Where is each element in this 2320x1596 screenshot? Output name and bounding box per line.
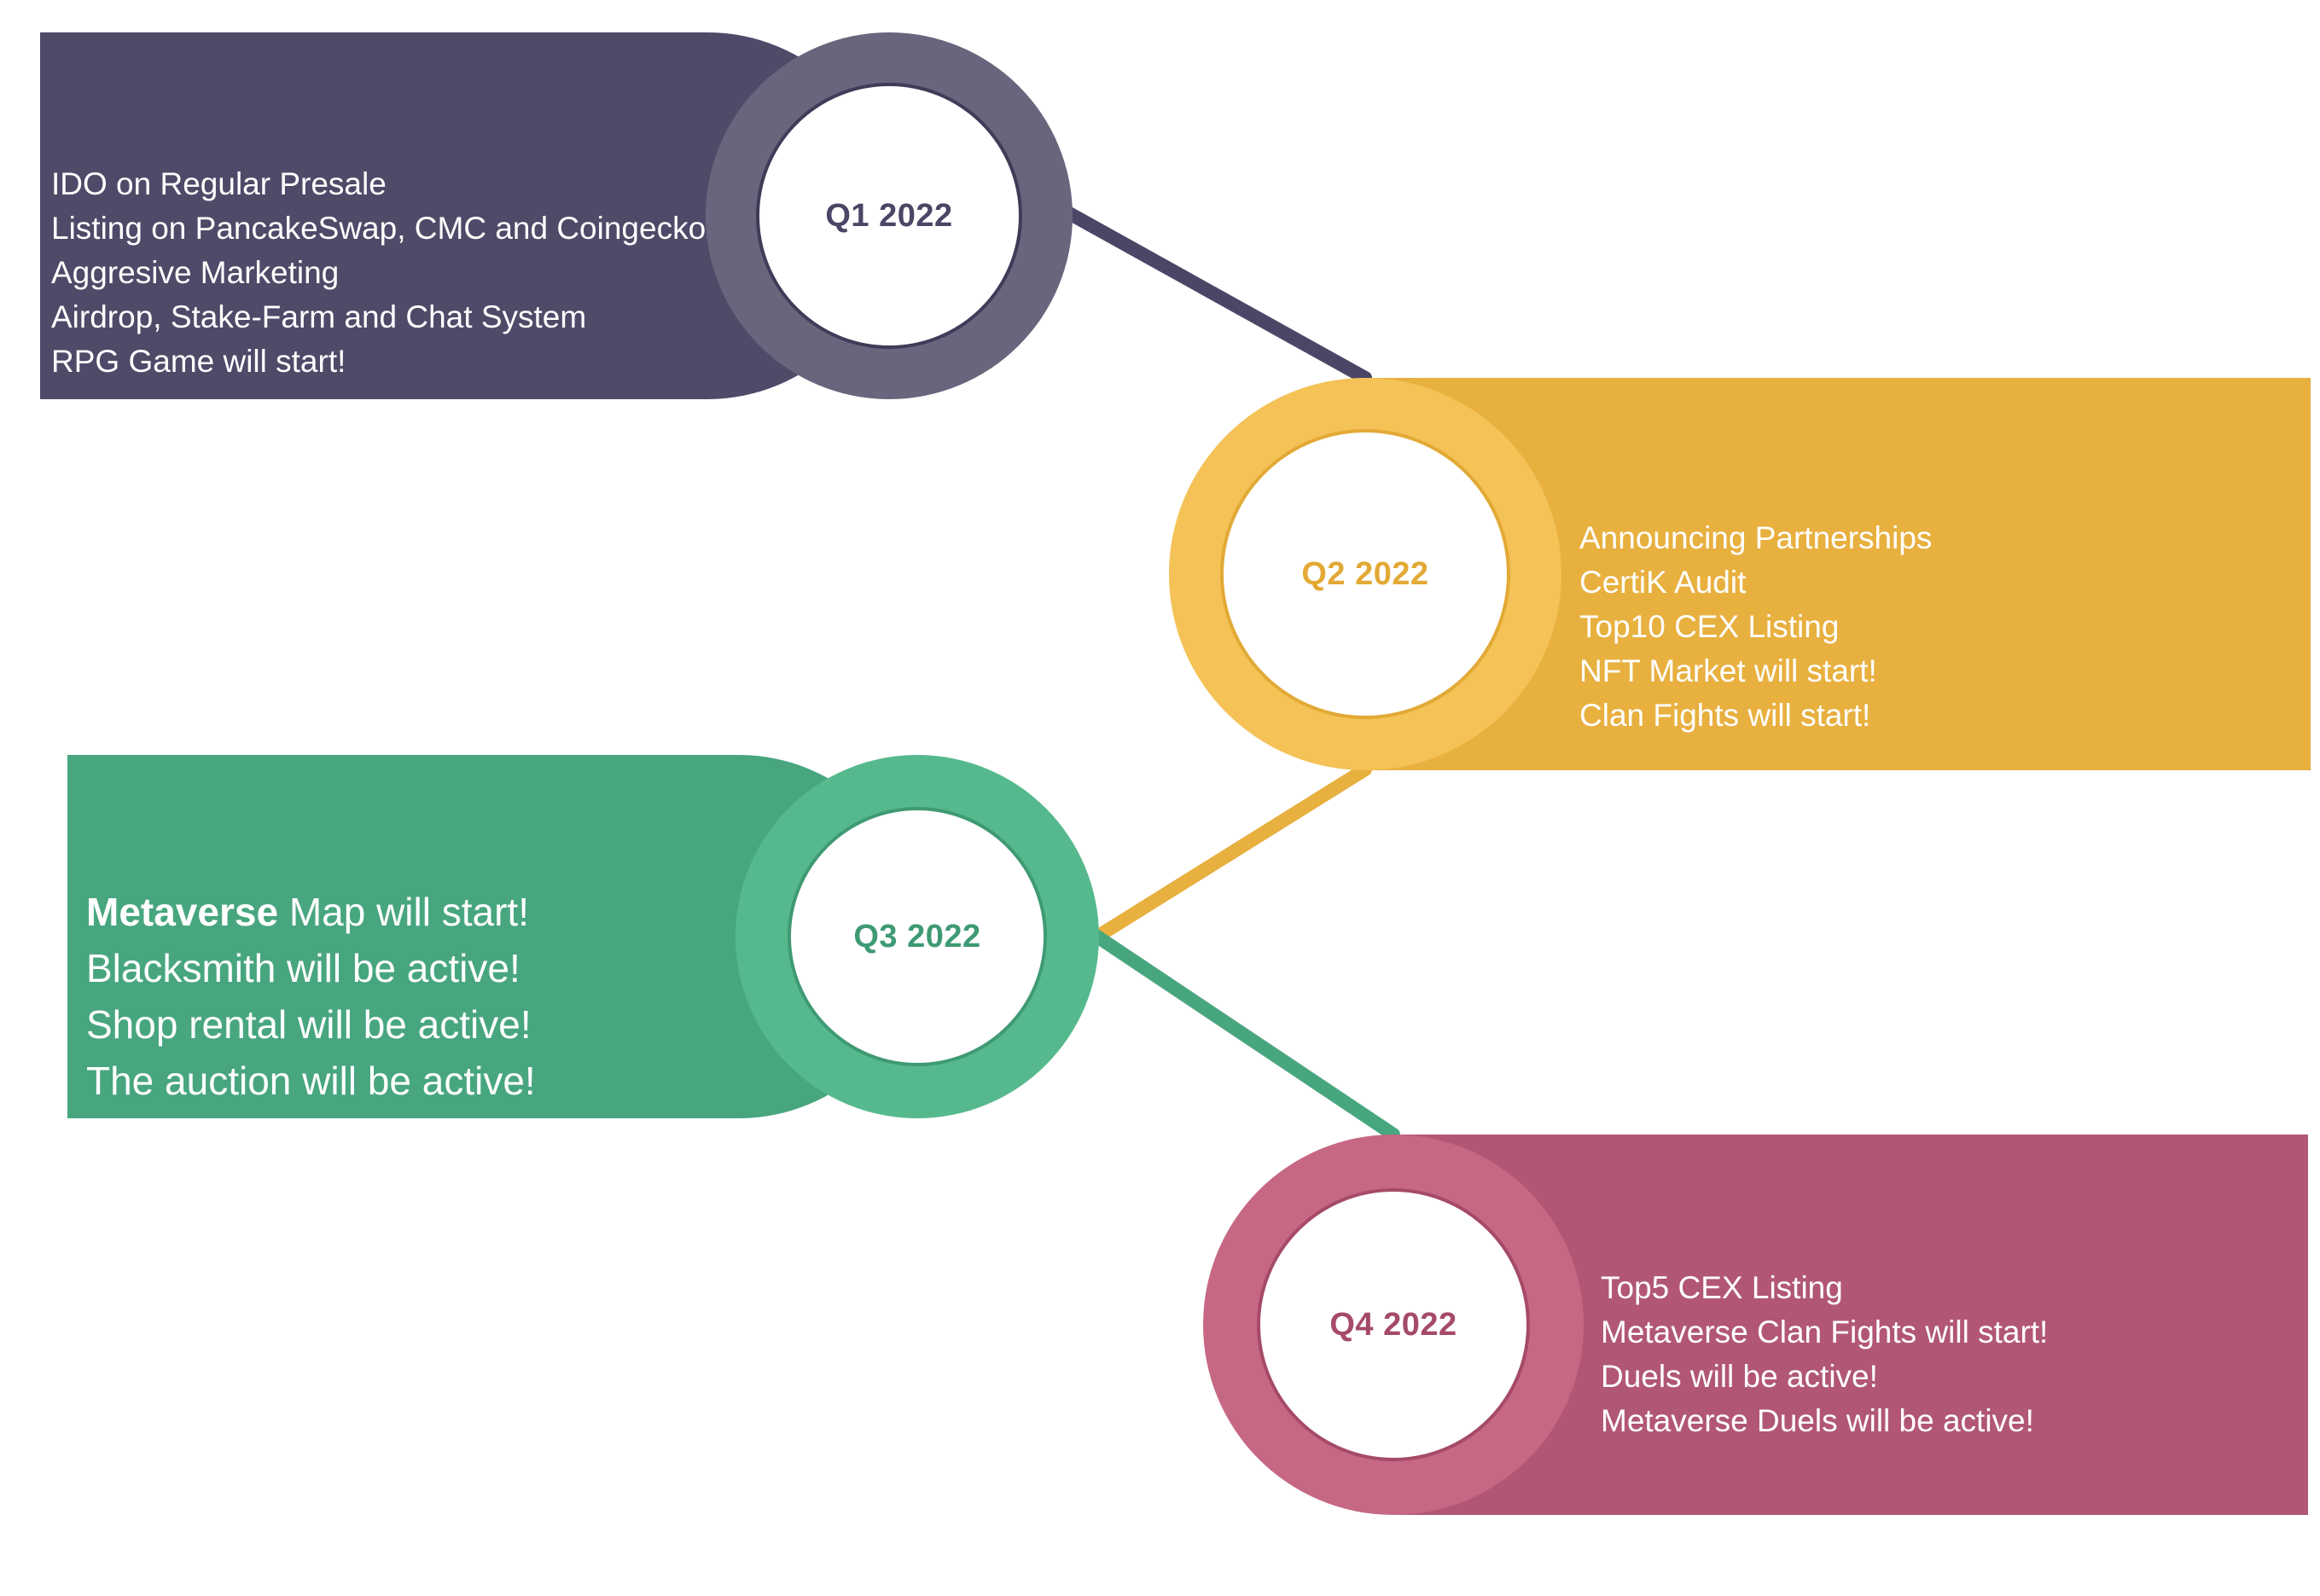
q3-circle: Q3 2022 — [788, 807, 1047, 1066]
q4-item: Metaverse Duels will be active! — [1601, 1403, 2034, 1438]
connector-q2-q3 — [1090, 763, 1372, 943]
q2-label: Q2 2022 — [1301, 555, 1429, 592]
q3-item: The auction will be active! — [86, 1059, 536, 1103]
q1-item: IDO on Regular Presale — [51, 166, 387, 201]
q4-ring: Q4 2022 — [1203, 1135, 1584, 1515]
q1-item-list: IDO on Regular Presale Listing on Pancak… — [51, 162, 706, 384]
q2-item: Announcing Partnerships — [1579, 520, 1933, 555]
q4-item: Top5 CEX Listing — [1601, 1270, 1843, 1305]
q1-item: RPG Game will start! — [51, 344, 346, 379]
q2-item-list: Announcing Partnerships CertiK Audit Top… — [1579, 516, 1932, 738]
q4-item-list: Top5 CEX Listing Metaverse Clan Fights w… — [1601, 1266, 2048, 1443]
q1-item: Aggresive Marketing — [51, 255, 340, 290]
q4-item: Metaverse Clan Fights will start! — [1601, 1315, 2049, 1349]
q2-item: Clan Fights will start! — [1579, 698, 1871, 733]
q3-item-list: Metaverse Map will start! Blacksmith wil… — [86, 884, 536, 1109]
connector-q3-q4 — [1090, 930, 1400, 1141]
q2-item: CertiK Audit — [1579, 565, 1747, 600]
q3-ring: Q3 2022 — [736, 755, 1099, 1118]
q4-circle: Q4 2022 — [1257, 1188, 1530, 1461]
q1-circle: Q1 2022 — [756, 83, 1022, 349]
q4-item: Duels will be active! — [1601, 1359, 1878, 1394]
q2-ring: Q2 2022 — [1169, 378, 1561, 770]
q3-item-rest: Map will start! — [278, 890, 529, 934]
q4-label: Q4 2022 — [1329, 1306, 1457, 1343]
q2-item: Top10 CEX Listing — [1579, 609, 1840, 644]
q3-item: Shop rental will be active! — [86, 1002, 532, 1047]
q1-item: Airdrop, Stake-Farm and Chat System — [51, 299, 587, 334]
q2-circle: Q2 2022 — [1220, 429, 1510, 719]
q3-item-bold: Metaverse — [86, 890, 279, 934]
q1-label: Q1 2022 — [825, 197, 953, 234]
q3-item: Blacksmith will be active! — [86, 946, 520, 990]
q1-ring: Q1 2022 — [706, 32, 1073, 399]
q1-item: Listing on PancakeSwap, CMC and Coingeck… — [51, 211, 706, 246]
q3-label: Q3 2022 — [853, 918, 981, 955]
q2-item: NFT Market will start! — [1579, 653, 1877, 688]
connector-q1-q2 — [1062, 206, 1372, 385]
q3-item: Metaverse Map will start! — [86, 884, 536, 940]
